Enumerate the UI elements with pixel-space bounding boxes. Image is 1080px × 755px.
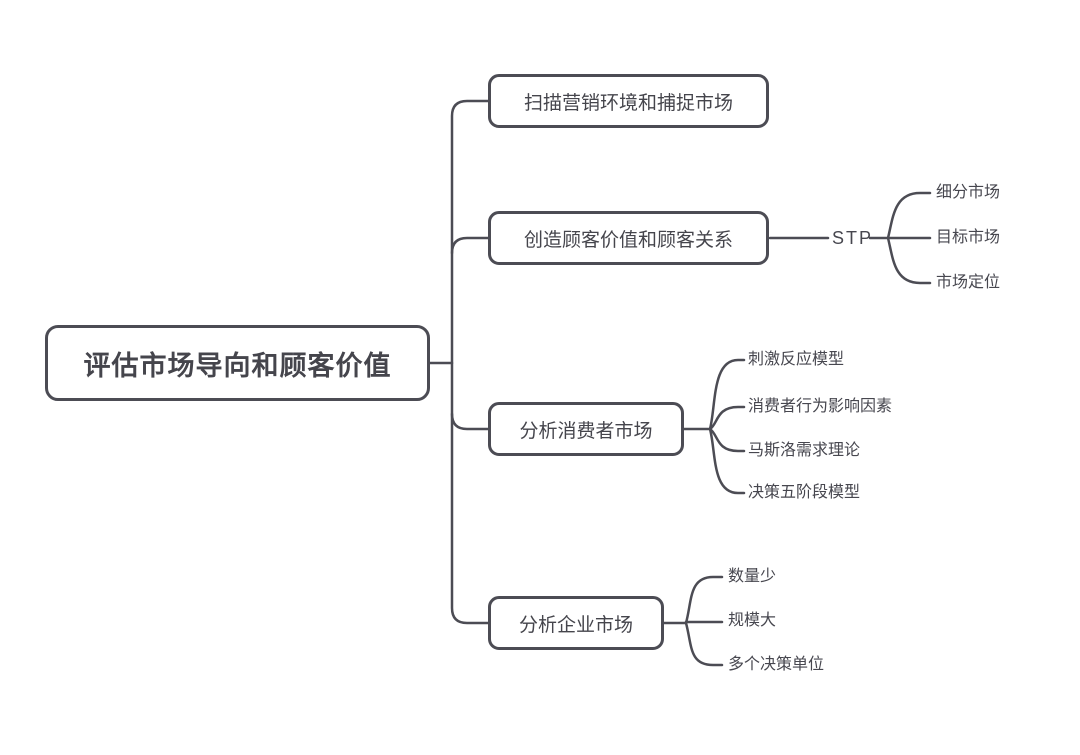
branch-node-create-customer-value: 创造顾客价值和顾客关系 bbox=[488, 211, 769, 265]
leaf-stimulus-response-model: 刺激反应模型 bbox=[748, 351, 845, 368]
root-node: 评估市场导向和顾客价值 bbox=[45, 325, 430, 401]
branch-node-business-market: 分析企业市场 bbox=[488, 596, 664, 650]
leaf-targeting: 目标市场 bbox=[936, 229, 1001, 246]
leaf-small-quantity: 数量少 bbox=[728, 568, 777, 585]
leaf-large-scale: 规模大 bbox=[728, 612, 777, 629]
leaf-multiple-decision-units: 多个决策单位 bbox=[728, 656, 825, 673]
leaf-consumer-behavior-factors: 消费者行为影响因素 bbox=[748, 398, 893, 415]
leaf-segmentation: 细分市场 bbox=[936, 184, 1001, 201]
leaf-five-stage-decision-model: 决策五阶段模型 bbox=[748, 484, 861, 501]
branch-node-scan-environment: 扫描营销环境和捕捉市场 bbox=[488, 74, 769, 128]
branch-node-consumer-market: 分析消费者市场 bbox=[488, 402, 684, 456]
stp-connector-label: STP bbox=[832, 228, 874, 248]
leaf-positioning: 市场定位 bbox=[936, 274, 1001, 291]
leaf-maslow-needs-theory: 马斯洛需求理论 bbox=[748, 442, 861, 459]
